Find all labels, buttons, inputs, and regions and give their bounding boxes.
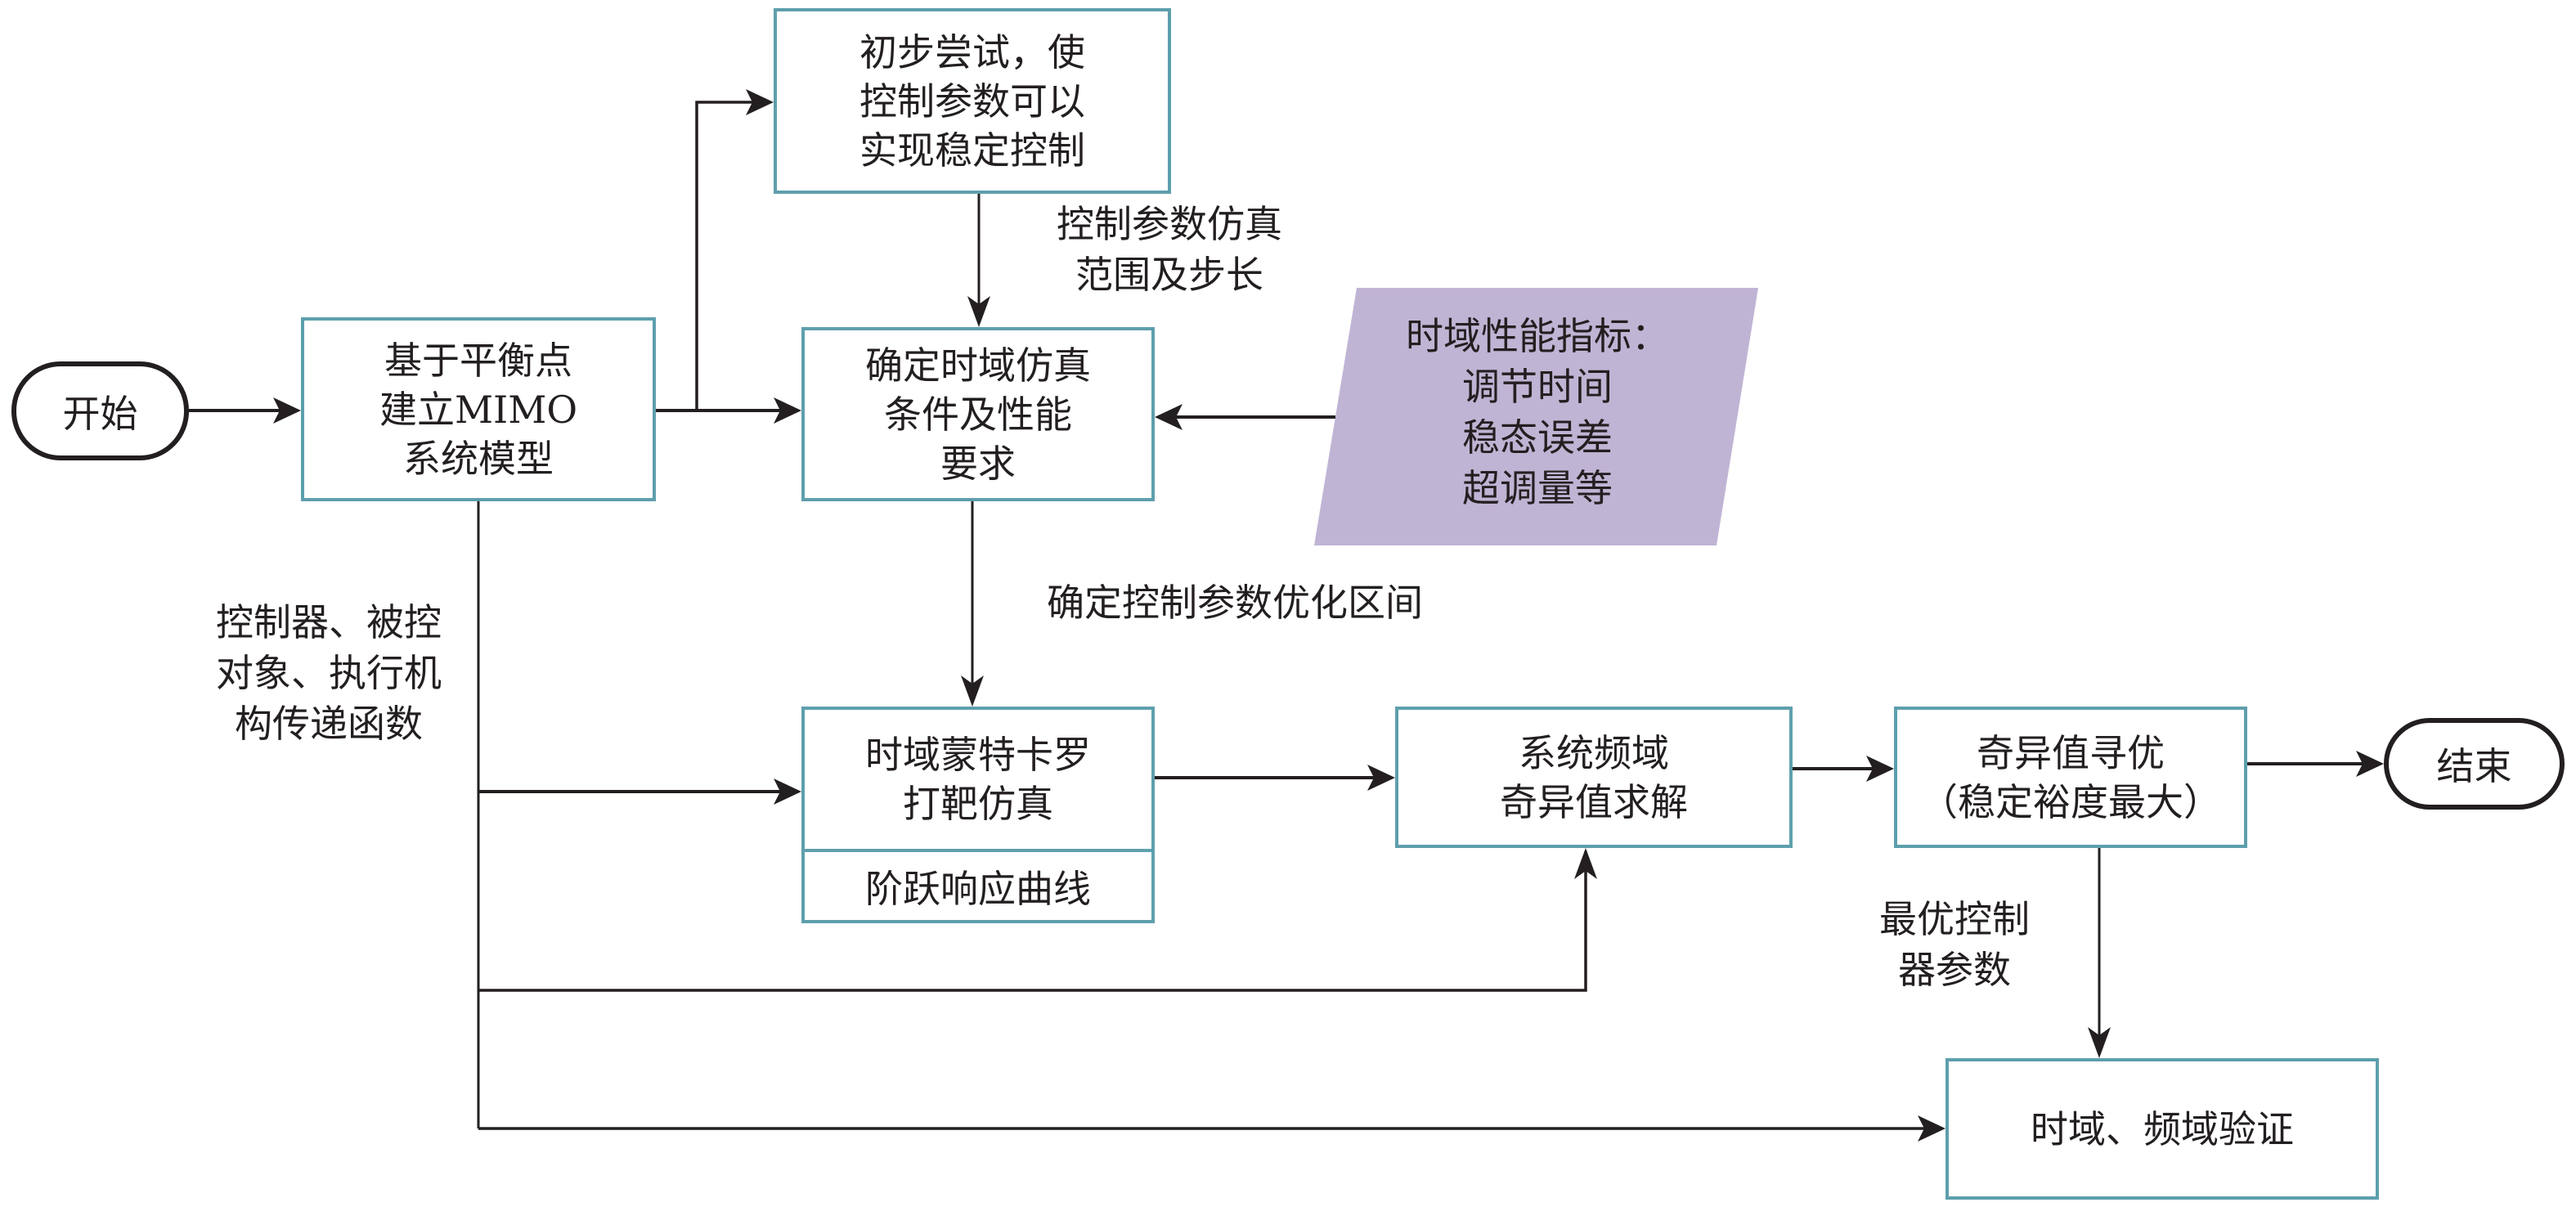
input-text-line: 稳态误差	[1462, 415, 1613, 460]
node-build-mimo-model: 基于平衡点 建立MIMO 系统模型	[301, 317, 656, 501]
arrowhead	[967, 296, 990, 327]
arrowhead	[1155, 404, 1183, 430]
node-svd-optimization: 奇异值寻优 （稳定裕度最大）	[1894, 707, 2247, 848]
node-monte-carlo-sim: 时域蒙特卡罗 打靶仿真 阶跃响应曲线	[801, 707, 1155, 923]
node-text-line: 控制参数可以	[859, 79, 1085, 123]
label-opt-interval: 确定控制参数优化区间	[1014, 577, 1456, 628]
arrowhead	[2356, 751, 2384, 777]
input-text-line: 时域性能指标：	[1406, 314, 1669, 358]
label-line: 最优控制	[1879, 897, 2030, 941]
arrowhead	[273, 397, 301, 424]
node-text-line: 基于平衡点	[384, 338, 572, 383]
node-text-line: 奇异值求解	[1500, 779, 1688, 824]
label-param-range: 控制参数仿真 范围及步长	[1030, 199, 1308, 300]
node-verification: 时域、频域验证	[1945, 1058, 2379, 1200]
monte-carlo-output: 阶跃响应曲线	[805, 852, 1151, 921]
label-line: 确定控制参数优化区间	[1047, 581, 1423, 625]
arrowhead	[774, 778, 801, 805]
label-transfer-functions: 控制器、被控 对象、执行机 构传递函数	[190, 597, 468, 749]
arrow-model-to-trial	[695, 101, 770, 411]
performance-input: 时域性能指标： 调节时间 稳态误差 超调量等	[1358, 311, 1717, 514]
node-text-line: 初步尝试，使	[859, 29, 1085, 74]
step-response-label: 阶跃响应曲线	[865, 867, 1091, 911]
monte-carlo-title: 时域蒙特卡罗 打靶仿真	[805, 710, 1151, 852]
label-line: 控制参数仿真	[1057, 202, 1282, 246]
end-terminal: 结束	[2384, 718, 2565, 810]
input-text-line: 调节时间	[1462, 365, 1613, 409]
start-label: 开始	[62, 391, 138, 436]
node-text-line: 建立MIMO	[379, 387, 578, 432]
start-terminal: 开始	[11, 361, 189, 460]
label-line: 器参数	[1898, 948, 2011, 992]
arrow-trunk-to-freq-svd	[478, 851, 1587, 992]
label-line: 范围及步长	[1075, 253, 1263, 297]
node-text-line: 奇异值寻优	[1977, 730, 2165, 775]
label-optimal-params: 最优控制 器参数	[1856, 894, 2053, 995]
node-text-line: 系统频域	[1519, 730, 1669, 775]
arrowhead	[1866, 756, 1894, 782]
node-text-line: 实现稳定控制	[859, 128, 1085, 173]
performance-input-shape	[1314, 288, 1758, 545]
label-line: 控制器、被控	[216, 600, 442, 644]
arrowhead	[1574, 848, 1597, 879]
input-text-line: 超调量等	[1462, 466, 1613, 510]
node-text-line: 确定时域仿真	[865, 343, 1091, 388]
node-text-line: （稳定裕度最大）	[1920, 779, 2221, 824]
node-sim-conditions: 确定时域仿真 条件及性能 要求	[801, 327, 1155, 501]
node-initial-trial: 初步尝试，使 控制参数可以 实现稳定控制	[774, 8, 1171, 194]
node-freq-svd-solve: 系统频域 奇异值求解	[1395, 707, 1793, 848]
node-text-line: 要求	[940, 441, 1016, 486]
node-text-line: 条件及性能	[884, 392, 1072, 437]
arrowhead	[961, 675, 984, 707]
label-line: 对象、执行机	[216, 651, 442, 695]
arrowhead	[1918, 1115, 1945, 1142]
node-text-line: 系统模型	[403, 436, 554, 481]
arrowhead	[774, 397, 801, 424]
node-text-line: 时域蒙特卡罗	[865, 733, 1091, 777]
node-text-line: 打靶仿真	[903, 782, 1053, 826]
arrowhead	[746, 89, 774, 115]
label-line: 构传递函数	[235, 702, 423, 746]
end-label: 结束	[2436, 744, 2512, 788]
arrowhead	[2088, 1027, 2111, 1058]
node-text-line: 时域、频域验证	[2031, 1106, 2294, 1151]
arrowhead	[1367, 765, 1395, 791]
